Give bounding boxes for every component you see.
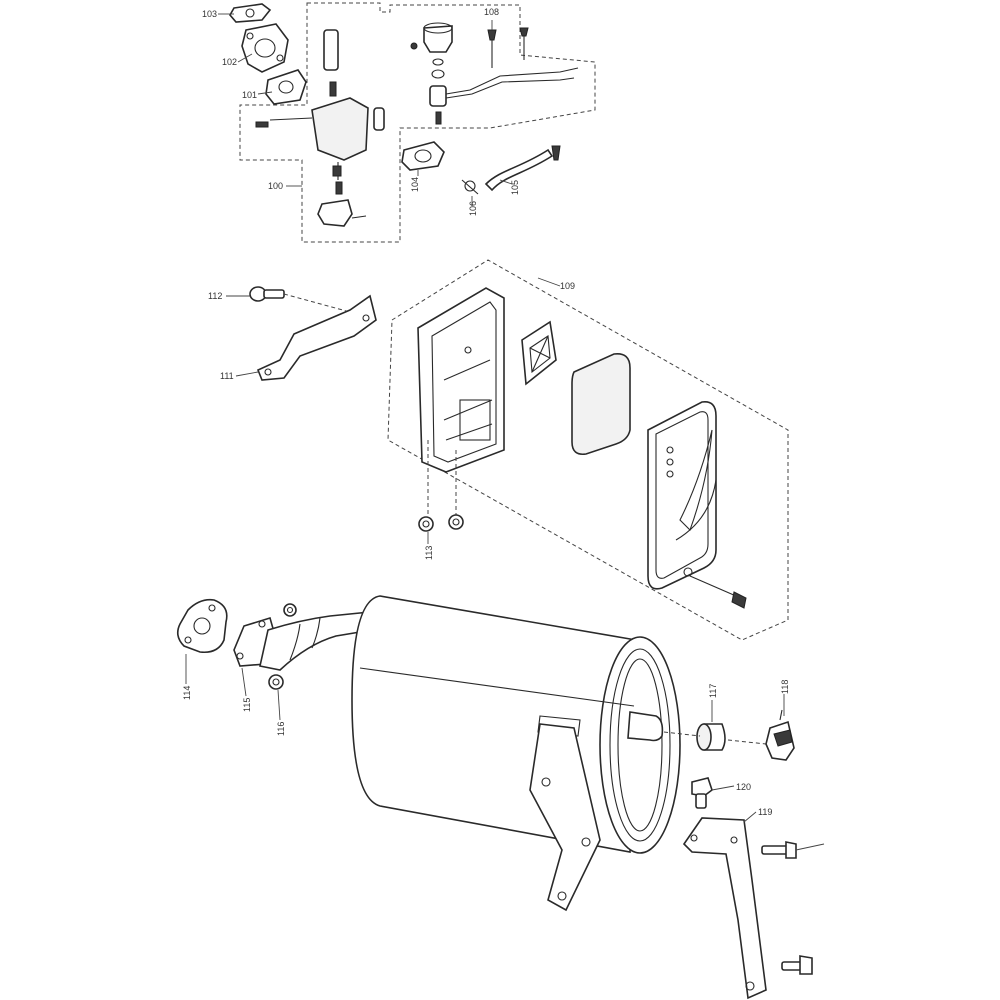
muffler-group bbox=[176, 595, 825, 1000]
muffler-bracket bbox=[529, 723, 601, 912]
part-102-insulator bbox=[241, 23, 289, 73]
air-cleaner-group bbox=[249, 259, 789, 641]
callout-117: 117 bbox=[708, 684, 718, 698]
part-116-nut bbox=[268, 674, 284, 690]
air-cleaner-case bbox=[417, 287, 505, 473]
callout-108: 108 bbox=[484, 7, 499, 17]
carburetor-group bbox=[229, 2, 596, 243]
pipe-nut bbox=[283, 603, 297, 617]
part-119-bracket bbox=[682, 817, 767, 1000]
part-112-bolt bbox=[249, 286, 373, 319]
callout-115: 115 bbox=[242, 698, 252, 712]
carburetor-group-boundary bbox=[239, 2, 596, 243]
part-103-gasket bbox=[229, 3, 272, 23]
callout-102: 102 bbox=[222, 57, 237, 67]
fuel-valve bbox=[410, 22, 579, 125]
callout-116: 116 bbox=[276, 722, 286, 736]
callout-106: 106 bbox=[468, 201, 478, 216]
callout-111: 111 bbox=[220, 371, 234, 381]
air-cleaner-group-boundary bbox=[387, 259, 789, 641]
part-115-exhaust-pipe bbox=[233, 611, 373, 671]
callout-101: 101 bbox=[242, 90, 257, 100]
callout-104: 104 bbox=[410, 177, 420, 192]
leader-lines bbox=[185, 13, 785, 823]
part-101-gasket bbox=[265, 69, 307, 105]
callout-114: 114 bbox=[182, 686, 192, 700]
part-104-gasket bbox=[401, 141, 445, 171]
part-105-fuel-hose bbox=[484, 145, 561, 192]
part-120-bolt bbox=[691, 777, 713, 809]
part-113-nuts bbox=[418, 440, 464, 532]
part-118-clamp bbox=[727, 709, 795, 761]
callout-105: 105 bbox=[510, 180, 520, 195]
carburetor-body bbox=[255, 29, 385, 227]
callout-112: 112 bbox=[208, 291, 222, 301]
callout-103: 103 bbox=[202, 9, 217, 19]
bracket-bolt-upper bbox=[761, 841, 825, 859]
air-cleaner-cover bbox=[647, 400, 747, 609]
muffler-body bbox=[351, 595, 681, 854]
filter-element bbox=[571, 352, 631, 456]
callout-100: 100 bbox=[268, 181, 283, 191]
part-106-clamp bbox=[461, 179, 479, 195]
callout-118: 118 bbox=[780, 680, 790, 694]
callout-labels: 103 102 101 100 104 105 106 108 109 111 … bbox=[182, 7, 790, 817]
callout-119: 119 bbox=[758, 807, 772, 817]
filter-plate bbox=[521, 320, 557, 386]
callout-120: 120 bbox=[736, 782, 751, 792]
bracket-bolt-lower bbox=[781, 955, 813, 975]
part-108-clips bbox=[487, 27, 529, 68]
callout-109: 109 bbox=[560, 281, 575, 291]
callout-113: 113 bbox=[424, 546, 434, 560]
part-117-cap bbox=[663, 723, 726, 751]
part-111-bracket bbox=[256, 294, 377, 381]
part-114-gasket bbox=[176, 598, 228, 654]
